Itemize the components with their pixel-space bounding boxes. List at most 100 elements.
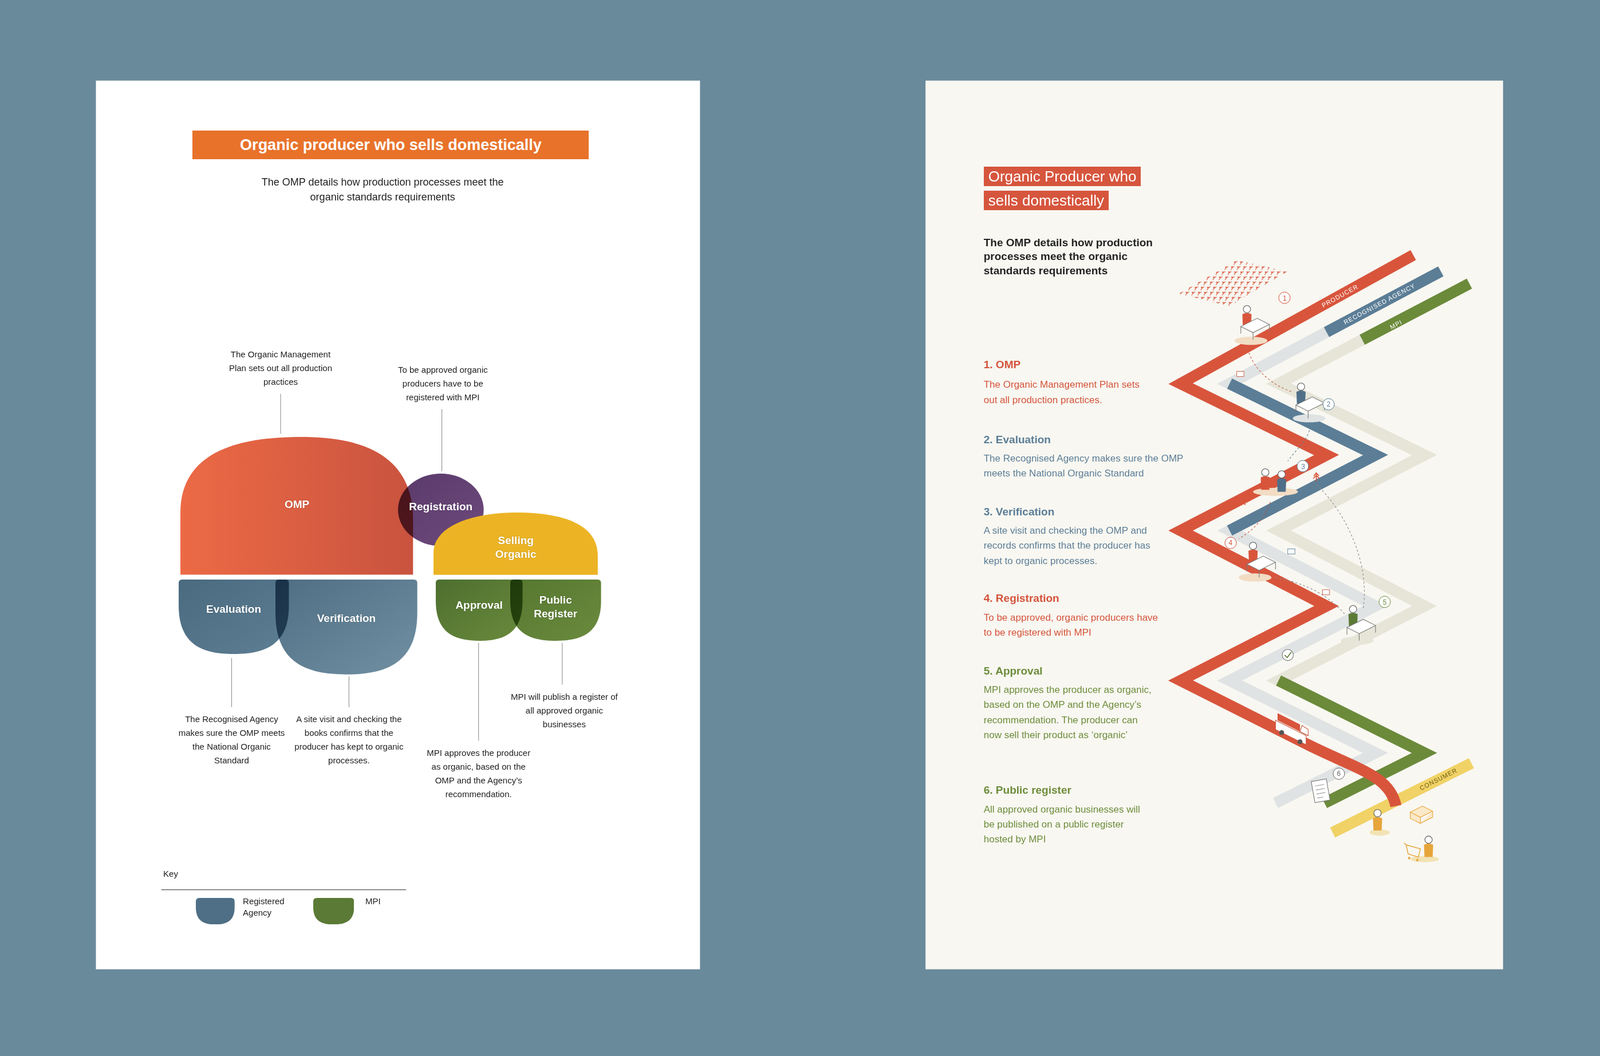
produce-crate xyxy=(1410,805,1433,823)
callout-number: 4 xyxy=(1224,536,1237,549)
callout-number: 1 xyxy=(1278,292,1291,305)
callout-note: MPI will publish a register of all appro… xyxy=(509,690,620,732)
callout-number: 2 xyxy=(1322,397,1335,411)
step-heading: 2. Evaluation xyxy=(983,432,1188,448)
node-label: Evaluation xyxy=(206,602,262,617)
node-outline xyxy=(433,512,598,575)
node-shape xyxy=(275,579,418,675)
truck-load xyxy=(1277,712,1300,732)
node-label-group: Registration xyxy=(408,499,473,514)
legend-swatch xyxy=(313,897,354,925)
title-text: Organic Producer who sells domestically xyxy=(983,166,1142,211)
node-shape xyxy=(178,579,289,654)
desk xyxy=(1240,318,1270,340)
leader-line xyxy=(348,676,350,707)
plan-dome: OMP xyxy=(180,436,413,575)
subtitle: The OMP details how production processes… xyxy=(983,235,1180,279)
node-label: Verification xyxy=(317,611,376,626)
node-label: Selling Organic xyxy=(480,534,552,562)
consumer-band xyxy=(1332,763,1472,833)
step-heading: 4. Registration xyxy=(983,591,1188,606)
ground-shadow xyxy=(1340,636,1374,645)
selling-dome: Selling Organic xyxy=(433,512,598,575)
flow-dash xyxy=(1246,344,1292,392)
flow-dash xyxy=(1312,481,1365,609)
node-outline xyxy=(510,579,602,641)
step-heading: 3. Verification xyxy=(983,505,1188,520)
ground-shadow xyxy=(1293,414,1326,423)
band-name: MPI xyxy=(1388,318,1404,330)
mpi-band xyxy=(1362,283,1470,340)
callout-note: A site visit and checking the books conf… xyxy=(290,712,408,768)
truck-wheel xyxy=(1279,730,1285,736)
check-mark xyxy=(1284,651,1292,658)
desk xyxy=(1295,396,1325,419)
callout-note: The Organic Management Plan sets out all… xyxy=(222,347,339,389)
illustration-part xyxy=(1238,344,1365,614)
swatch-shape xyxy=(195,897,235,925)
node-outline xyxy=(178,579,289,654)
mpi-bowl: Approval xyxy=(435,579,523,641)
step-text: The Organic Management Plan sets out all… xyxy=(983,377,1148,408)
leader-line xyxy=(280,393,281,434)
swatch-shape xyxy=(313,897,354,925)
step-text: A site visit and checking the OMP and re… xyxy=(983,523,1170,569)
tree xyxy=(1313,473,1320,482)
legend-text: MPI xyxy=(365,895,422,908)
cart-wheel xyxy=(1416,858,1419,862)
flow-dash xyxy=(1238,502,1271,539)
document-lines xyxy=(1315,784,1327,799)
flow-dash xyxy=(1275,577,1345,614)
step-heading: 1. OMP xyxy=(983,357,1188,373)
callout-number: 3 xyxy=(1297,460,1310,473)
step-text: The Recognised Agency makes sure the OMP… xyxy=(983,451,1194,482)
person-figure xyxy=(1260,468,1271,490)
band-name: CONSUMER xyxy=(1419,767,1459,792)
callout-note: MPI approves the producer as organic, ba… xyxy=(426,746,531,802)
mpi-band xyxy=(1278,680,1425,803)
envelope xyxy=(1236,371,1244,377)
agency-bowl: Verification xyxy=(275,579,418,675)
producer-band xyxy=(1180,254,1414,806)
band-name: PRODUCER xyxy=(1320,283,1359,309)
callout-number: 5 xyxy=(1378,596,1391,609)
cart-wheel xyxy=(1408,856,1411,859)
crop-field xyxy=(1178,259,1288,306)
node-outline xyxy=(275,579,418,675)
ground-shadow xyxy=(1238,573,1272,582)
title-box: Organic Producer who sells domestically xyxy=(983,164,1170,213)
key-heading: Key xyxy=(163,868,225,880)
leader-line xyxy=(561,642,563,685)
flow-dash xyxy=(1287,418,1311,461)
node-label-group: Verification xyxy=(317,611,376,626)
node-outline xyxy=(180,436,413,575)
illustration-part xyxy=(1180,254,1472,833)
desk xyxy=(1346,619,1376,641)
legend-swatch xyxy=(195,897,235,925)
title-bar: Organic producer who sells domestically xyxy=(192,130,589,160)
leader-line xyxy=(441,408,443,472)
truck-cab xyxy=(1299,725,1308,736)
node-label: OMP xyxy=(284,497,310,512)
agency-bowl: Evaluation xyxy=(178,579,289,654)
key-rule xyxy=(161,889,407,890)
node-label: Public Register xyxy=(519,593,591,621)
step-text: To be approved, organic producers have t… xyxy=(983,610,1164,641)
node-label-group: Approval xyxy=(455,598,503,613)
shopping-cart xyxy=(1404,842,1421,858)
mpi-bowl: Public Register xyxy=(510,579,602,641)
envelope xyxy=(1287,549,1295,555)
callout-number: 6 xyxy=(1332,767,1345,780)
legend-text: Registered Agency xyxy=(242,895,299,918)
step-text: MPI approves the producer as organic, ba… xyxy=(983,682,1158,743)
ground-shadow xyxy=(1234,336,1268,345)
step-heading: 6. Public register xyxy=(983,783,1188,798)
person-figure xyxy=(1373,809,1383,831)
envelope xyxy=(1322,589,1330,595)
illustration-part xyxy=(1311,778,1331,803)
person-figure xyxy=(1277,470,1287,492)
node-label: Approval xyxy=(455,598,503,613)
subtitle: The OMP details how production processes… xyxy=(249,175,517,204)
